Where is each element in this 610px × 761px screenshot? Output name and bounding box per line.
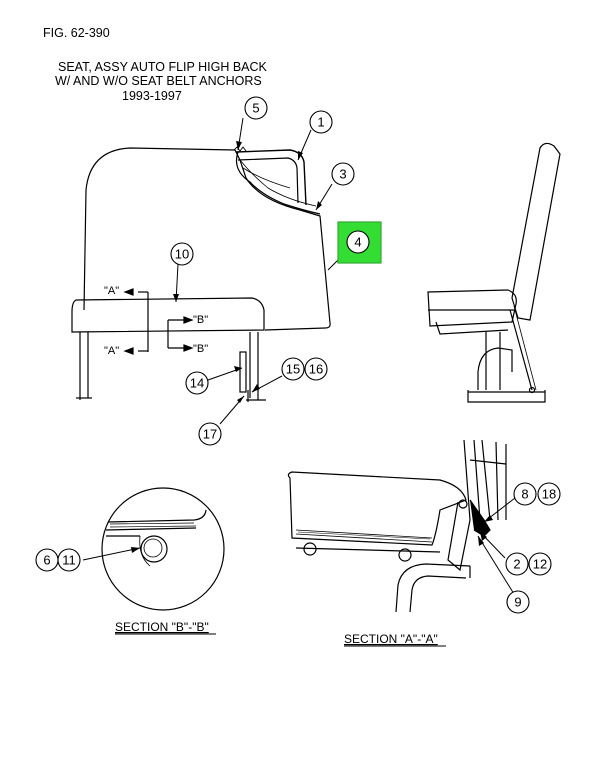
callout-number-4: 4	[354, 235, 361, 250]
figure-title-line-1: SEAT, ASSY AUTO FLIP HIGH BACK	[58, 60, 267, 74]
callout-number-12: 12	[533, 557, 547, 572]
section-aa-detail	[287, 439, 507, 613]
callout-balloon-1	[309, 110, 333, 134]
figure-title-line-2: W/ AND W/O SEAT BELT ANCHORS	[55, 74, 262, 88]
section-mark-b-upper: "B"	[193, 314, 208, 326]
callout-number-14: 14	[190, 376, 204, 391]
callout-number-6: 6	[43, 553, 50, 568]
callout-balloon-12	[528, 552, 552, 576]
callout-balloon-2	[505, 552, 529, 576]
callout-number-10: 10	[175, 247, 189, 262]
callout-number-2: 2	[513, 557, 520, 572]
section-bb-detail	[101, 487, 225, 611]
callout-number-15: 15	[286, 362, 300, 377]
callout-balloon-3	[331, 162, 355, 186]
callout-balloon-4	[346, 230, 370, 254]
section-mark-a-upper: "A"	[104, 285, 119, 297]
section-aa-title: SECTION "A"-"A"	[344, 632, 438, 646]
callout-number-18: 18	[542, 487, 556, 502]
callout-number-3: 3	[339, 167, 346, 182]
section-mark-b-lower: "B"	[193, 343, 208, 355]
callout-balloon-8	[513, 482, 537, 506]
callout-number-16: 16	[309, 362, 323, 377]
callout-number-9: 9	[514, 595, 521, 610]
callout-number-11: 11	[62, 553, 76, 568]
callout-balloon-18	[537, 482, 561, 506]
callout-balloon-11	[57, 548, 81, 572]
callout-number-8: 8	[521, 487, 528, 502]
callout-balloon-9	[506, 590, 530, 614]
leader-lines	[82, 117, 516, 595]
callout-balloon-14	[185, 371, 209, 395]
callout-number-17: 17	[203, 427, 217, 442]
callout-number-1: 1	[317, 115, 324, 130]
figure-number: FIG. 62-390	[43, 26, 110, 40]
seat-side-view	[427, 142, 561, 403]
callout-balloon-17	[198, 422, 222, 446]
callout-number-5: 5	[252, 101, 259, 116]
section-mark-a-lower: "A"	[104, 345, 119, 357]
leader-arrowheads	[131, 141, 493, 553]
section-bb-title: SECTION "B"-"B"	[115, 620, 209, 634]
callout-balloon-10	[170, 242, 194, 266]
figure-title-line-3: 1993-1997	[122, 89, 182, 103]
callout-balloon-15	[281, 357, 305, 381]
callout-balloon-16	[304, 357, 328, 381]
callout-balloon-5	[244, 96, 268, 120]
